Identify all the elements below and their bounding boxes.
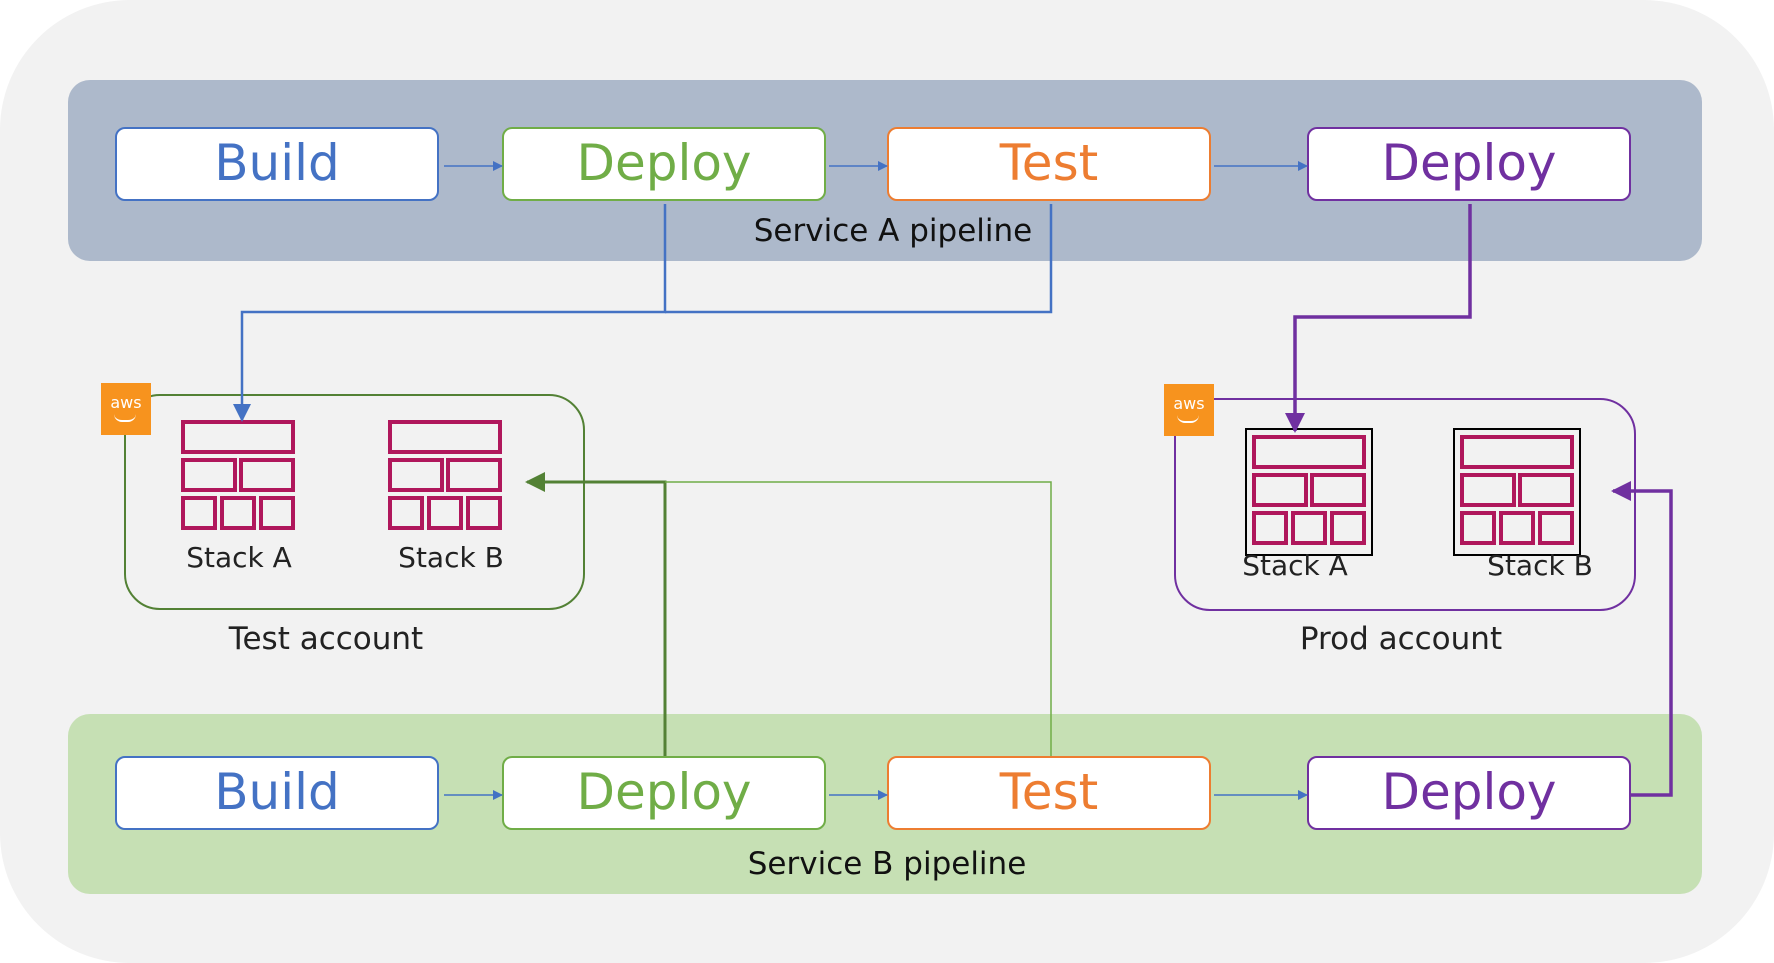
prod-account-box xyxy=(1174,398,1636,611)
service-a-to-test-account-connector xyxy=(233,204,667,422)
service-a-test-stage[interactable]: Test xyxy=(887,127,1211,201)
test-stack-b-label: Stack B xyxy=(398,541,504,574)
service-b-deploy-prod-stage[interactable]: Deploy xyxy=(1307,756,1631,830)
stack-block xyxy=(1252,511,1288,545)
stack-block xyxy=(1518,473,1574,507)
service-a-pipeline-label: Service A pipeline xyxy=(753,213,1033,249)
stack-block xyxy=(259,496,295,530)
service-b-deploy-test-label: Deploy xyxy=(576,763,752,821)
service-a-build-stage[interactable]: Build xyxy=(115,127,439,201)
stack-block xyxy=(427,496,463,530)
stack-block xyxy=(181,496,217,530)
service-b-build-stage[interactable]: Build xyxy=(115,756,439,830)
service-a-test-label: Test xyxy=(999,134,1099,192)
service-b-deploy-test-stage[interactable]: Deploy xyxy=(502,756,826,830)
prod-stack-b-frame xyxy=(1453,428,1581,556)
stack-block xyxy=(1538,511,1574,545)
service-b-deploy-prod-label: Deploy xyxy=(1381,763,1557,821)
prod-account-aws-logo-text: aws xyxy=(1173,394,1205,413)
stack-block xyxy=(181,458,237,492)
stack-block xyxy=(1252,473,1308,507)
service-b-test-label: Test xyxy=(999,763,1099,821)
stack-block xyxy=(1460,435,1574,469)
stack-block xyxy=(1460,511,1496,545)
stack-block xyxy=(388,420,502,454)
test-stack-a-icon xyxy=(181,420,295,530)
service-b-pipeline-label: Service B pipeline xyxy=(747,846,1027,882)
prod-stack-a-icon xyxy=(1252,435,1366,545)
test-account-label: Test account xyxy=(228,621,424,657)
service-a-deploy-test-stage[interactable]: Deploy xyxy=(502,127,826,201)
stack-block xyxy=(1330,511,1366,545)
service-b-to-test-account-connector xyxy=(525,472,667,756)
stack-block xyxy=(388,496,424,530)
stack-block xyxy=(1310,473,1366,507)
service-b-build-label: Build xyxy=(214,763,340,821)
test-stack-a-label: Stack A xyxy=(186,541,292,574)
stack-block xyxy=(220,496,256,530)
stack-block xyxy=(466,496,502,530)
prod-stack-a-frame xyxy=(1245,428,1373,556)
service-a-to-prod-account-connector xyxy=(1285,204,1472,433)
prod-stack-b-label: Stack B xyxy=(1487,549,1593,582)
service-a-build-label: Build xyxy=(214,134,340,192)
prod-stack-b-icon xyxy=(1460,435,1574,545)
stack-block xyxy=(446,458,502,492)
stack-block xyxy=(1499,511,1535,545)
service-a-test-to-test-account-connector xyxy=(665,204,1053,314)
stack-block xyxy=(1252,435,1366,469)
service-b-test-to-test-account-connector xyxy=(665,481,1052,756)
test-account-aws-logo-icon: aws xyxy=(101,383,151,435)
service-b-test-stage[interactable]: Test xyxy=(887,756,1211,830)
prod-account-label: Prod account xyxy=(1299,621,1503,657)
stack-block xyxy=(181,420,295,454)
stack-block xyxy=(1460,473,1516,507)
stack-block xyxy=(388,458,444,492)
test-account-aws-logo-text: aws xyxy=(110,393,142,412)
service-a-deploy-prod-stage[interactable]: Deploy xyxy=(1307,127,1631,201)
test-account-box xyxy=(124,394,585,610)
service-b-to-prod-account-connector xyxy=(1611,481,1673,797)
test-stack-b-icon xyxy=(388,420,502,530)
service-a-deploy-test-label: Deploy xyxy=(576,134,752,192)
prod-stack-a-label: Stack A xyxy=(1242,549,1348,582)
service-a-deploy-prod-label: Deploy xyxy=(1381,134,1557,192)
prod-account-aws-logo-icon: aws xyxy=(1164,384,1214,436)
stack-block xyxy=(239,458,295,492)
stack-block xyxy=(1291,511,1327,545)
